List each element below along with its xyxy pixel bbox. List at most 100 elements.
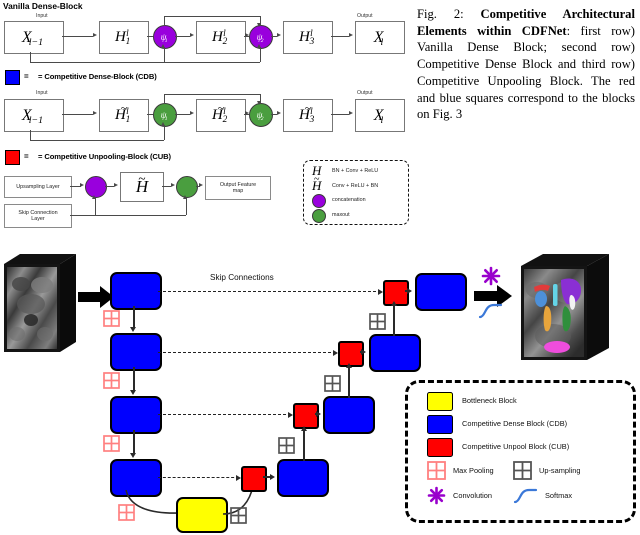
row2-output-box: Xl [355,99,405,132]
key-cub-label: = Competitive Unpooling-Block (CUB) [38,152,171,161]
row2-arrow-psi1-h2 [190,111,194,116]
legend-h-tilde-text: Conv + ReLU + BN [332,183,379,189]
row1-skip-bot-psi2-v [260,47,261,62]
key-cdb-equals: = [24,72,29,81]
decoder-edge-cub4-cdb4 [263,476,271,478]
row2-input-box: Xl−1 [4,99,64,132]
decoder-arrow-cub4-cdb4 [270,473,275,480]
row1-input-label: Input [36,13,48,19]
row1-psi2-concat-node: ψ2 [249,25,273,49]
encoder-cdb-1[interactable] [110,272,162,310]
row3-skip-concat-v [95,198,96,215]
legend-max-pooling-icon [427,461,446,485]
row1-skip-top-arrow [257,23,262,27]
max-pooling-icon-1 [103,310,120,332]
legend-h-tilde-symbol: H~ [312,173,322,193]
row3-arrow-up-concat [80,183,84,188]
row1-skip-top-left-v [164,16,165,26]
up-sampling-icon-4 [230,507,247,529]
row2-h3-tilde-box: H~l3 [283,99,333,132]
row2-output-label: Output [357,90,373,96]
row3-skip-concat-arrow [92,195,97,199]
row2-skip-bot-left-v [30,130,31,141]
legend-concatenation-text: concatenation [332,197,366,203]
skip-arrow-1 [378,288,383,295]
row2-skip-top-right-v [260,94,261,104]
row1-edge-psi2-h3 [271,36,277,37]
key-cub-square [5,150,20,165]
skip-arrow-4 [236,474,241,481]
row2-skip-bot-psi1-arrow [161,122,166,126]
skip-connections-label: Skip Connections [210,273,274,282]
row2-input-label: Input [36,90,48,96]
row3-edge-up-concat [70,186,81,187]
row2-arrow-h3-out [349,111,353,116]
row2-edge-h1-psi1 [147,114,153,115]
skip-connection-layer-box: Skip Connection Layer [4,204,72,228]
row1-skip-bot-psi1-arrow [161,44,166,48]
row3-edge-h-maxout [162,186,171,187]
row2-edge-psi2-h3 [271,114,277,115]
legend-bottleneck-swatch [427,392,453,411]
encoder-edge-2-3 [133,367,135,391]
row3-skip-h [70,215,186,216]
row1-arrow-h2-psi2 [245,33,249,38]
encoder-cdb-4[interactable] [110,459,162,497]
legend-max-pooling-label: Max Pooling [453,466,494,475]
row3-edge-maxout-out [196,186,200,187]
up-sampling-icon-2 [324,375,341,397]
row2-skip-bot-psi1-v [164,125,165,140]
decoder-cub-4[interactable] [241,466,267,492]
bottleneck-block[interactable] [176,497,228,533]
segmented-mri-volume [521,254,613,364]
decoder-cdb-1[interactable] [415,273,467,311]
decoder-arrow-cub1-cdb1 [407,287,412,294]
input-mri-volume [4,254,76,358]
legend-maxout-dot [312,209,326,223]
row3-skip-maxout-arrow [183,195,188,199]
row2-arrow-h2-psi2 [245,111,249,116]
key-cdb-label: = Competitive Dense-Block (CDB) [38,72,157,81]
decoder-arrow-cdb2-cub1 [390,301,397,306]
input-arrow [78,286,114,313]
encoder-edge-1-2 [133,306,135,328]
row1-h1-box: Hl1 [99,21,149,54]
legend-softmax-icon [513,488,539,509]
decoder-arrow-cub2-cdb2 [361,348,366,355]
legend-maxout-text: maxout [332,212,350,218]
row2-edge-psi1-h2 [175,114,190,115]
legend-concatenation-dot [312,194,326,208]
row2-edge-h3-out [331,114,349,115]
output-feature-map-box: Output Feature map [205,176,271,200]
legend-convolution-label: Convolution [453,491,493,500]
decoder-edge-cdb2-cub1 [393,304,395,336]
legend-cdb-label: Competitive Dense Block (CDB) [462,419,568,428]
legend-convolution-icon [427,486,446,510]
row1-edge-h1-psi1 [147,36,153,37]
row3-edge-concat-h [105,186,114,187]
encoder-cdb-3[interactable] [110,396,162,434]
decoder-cdb-2[interactable] [369,334,421,372]
legend-cub-swatch [427,438,453,457]
decoder-cdb-4[interactable] [277,459,329,497]
decoder-arrow-cdb3-cub2 [345,363,352,368]
caption-bold: Competitive Architectural Elements withi… [417,7,635,38]
decoder-edge-cdb3-cub2 [348,366,350,398]
skip-connection-3 [158,414,291,415]
key-cub-equals: = [24,152,29,161]
encoder-cdb-2[interactable] [110,333,162,371]
max-pooling-icon-4 [118,504,135,526]
skip-connection-layer-label: Skip Connection Layer [18,209,58,222]
row3-arrow-h-maxout [171,183,175,188]
convolution-icon [481,266,501,291]
row3-arrow-maxout-out [199,183,203,188]
legend-cdb-swatch [427,415,453,434]
decoder-cdb-3[interactable] [323,396,375,434]
row1-h2-box: Hl2 [196,21,246,54]
row2-psi2-maxout-node: ψ2 [249,103,273,127]
row1-edge-psi1-h2 [175,36,190,37]
legend-up-sampling-icon [513,461,532,485]
row1-edge-in-h1 [62,36,93,37]
row1-skip-top-h [164,16,260,17]
vanilla-dense-block-title: Vanilla Dense-Block [3,1,83,11]
